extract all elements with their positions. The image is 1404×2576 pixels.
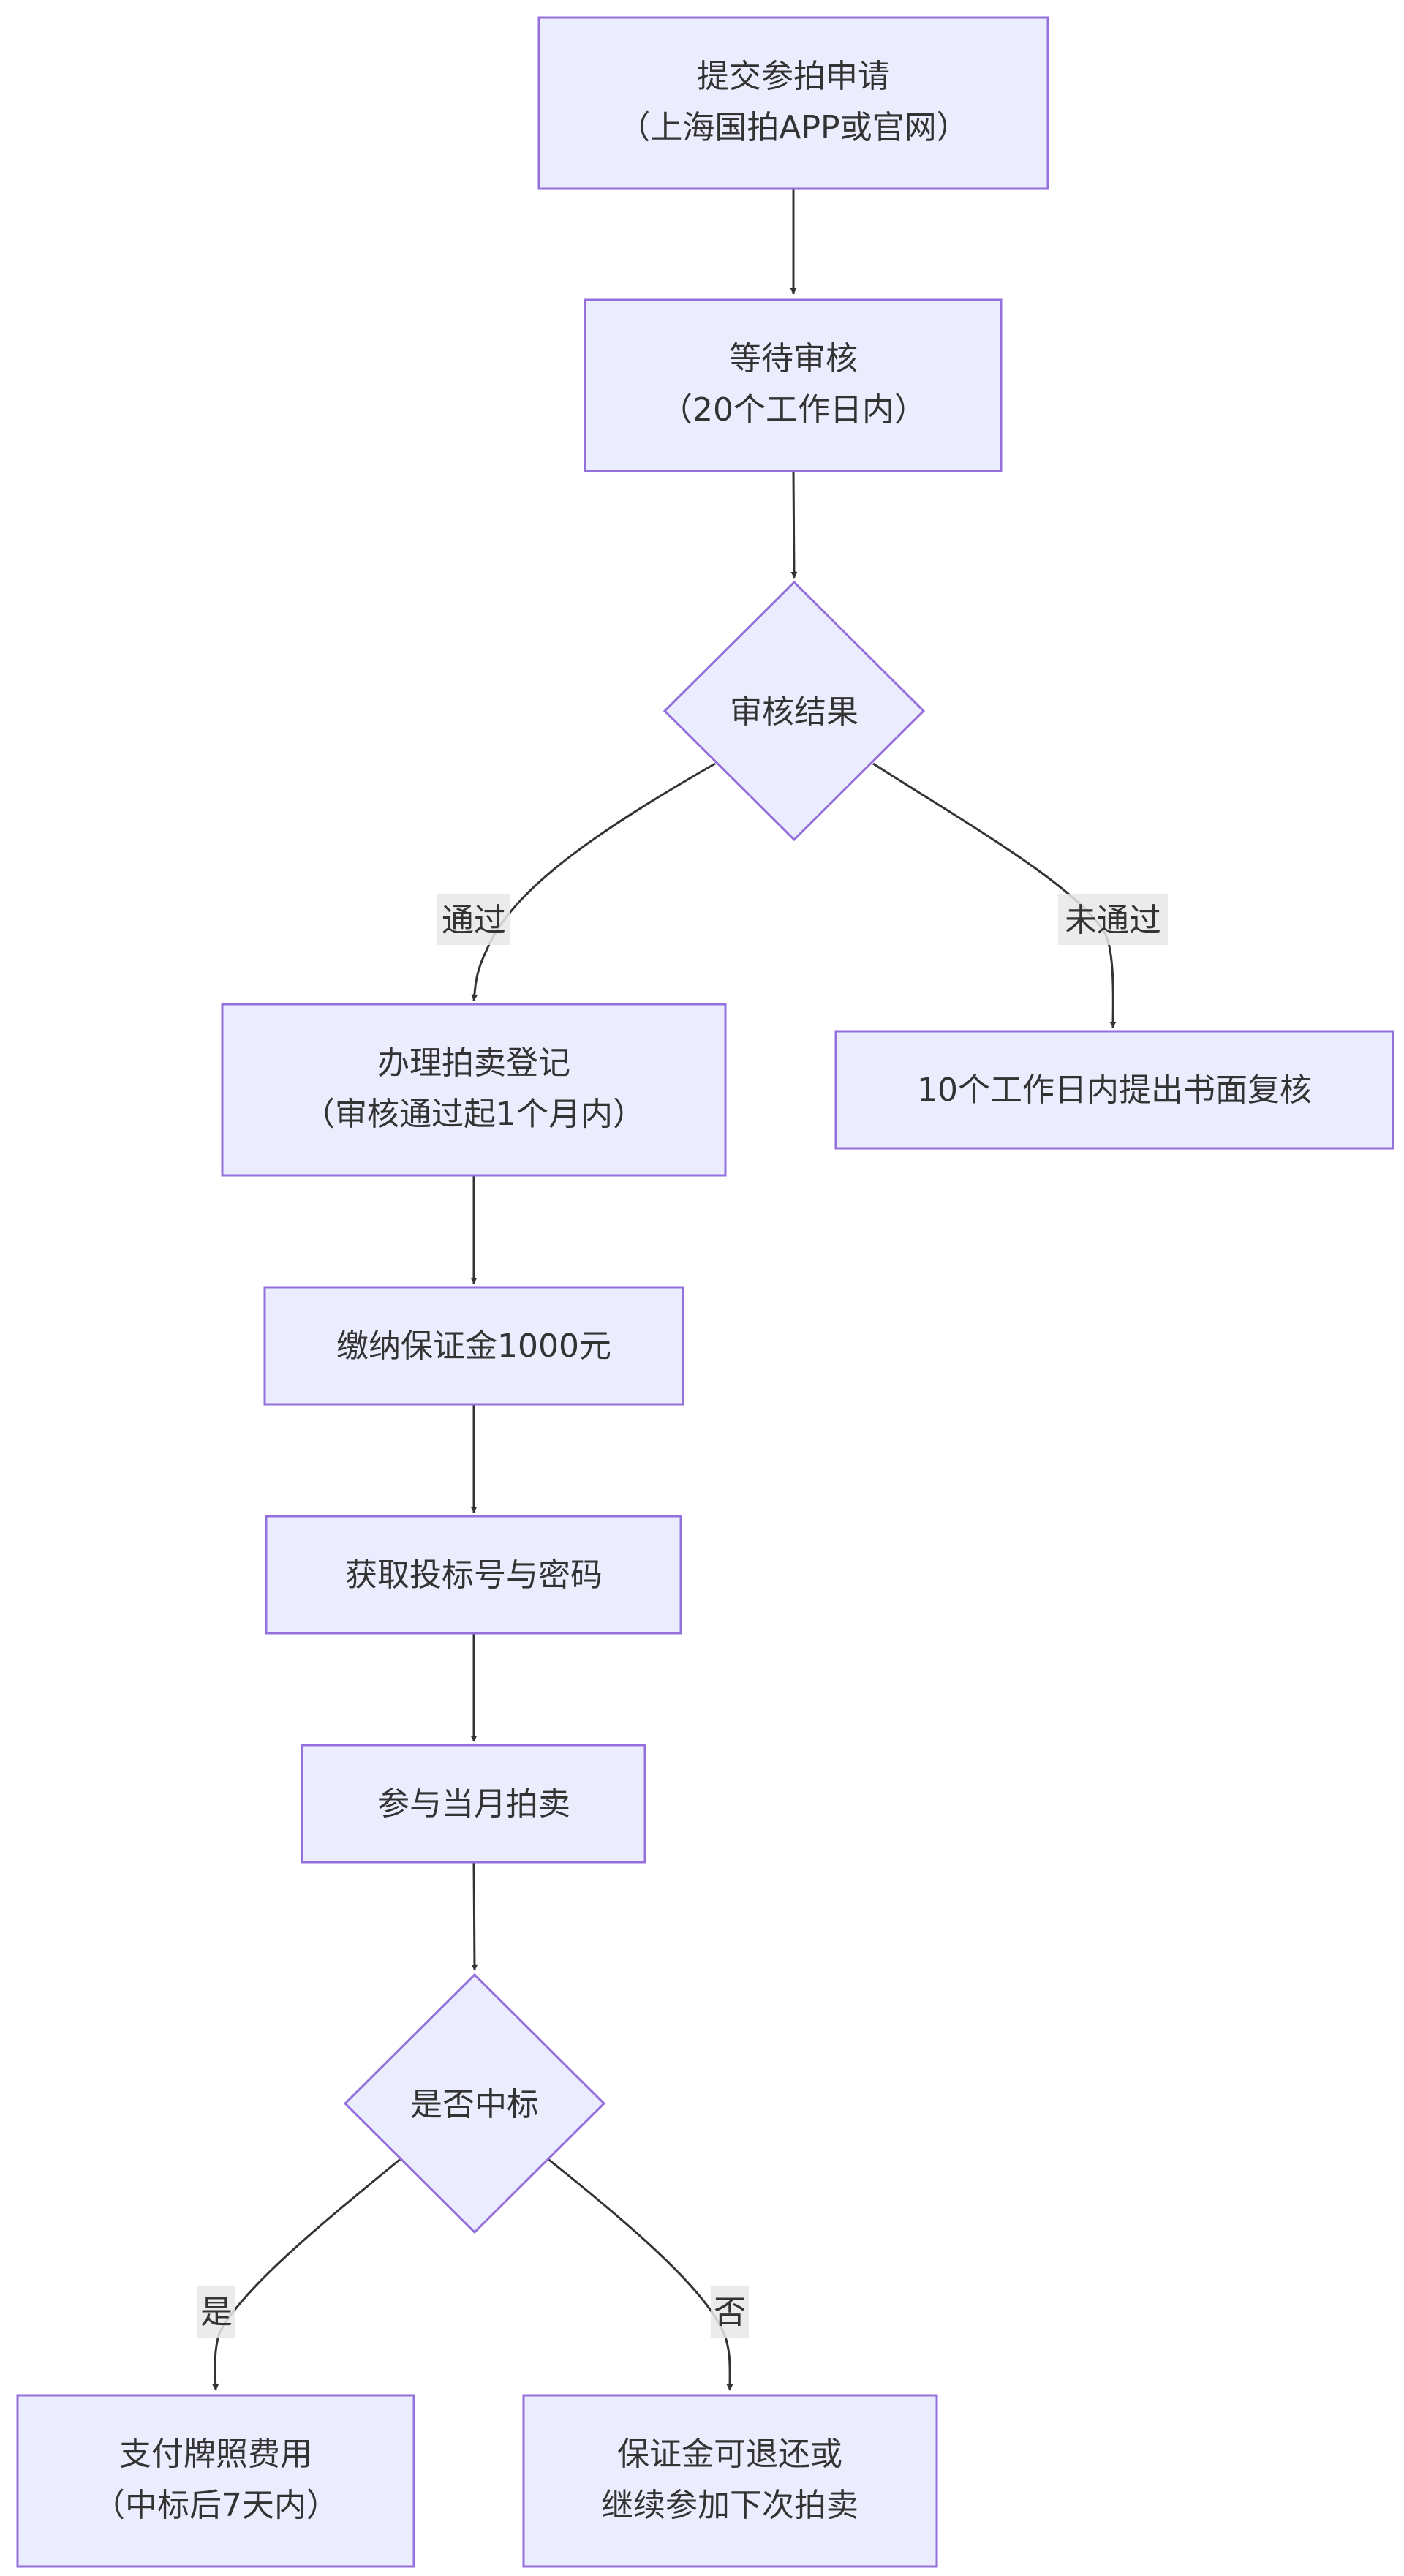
edge-label-no: 否 [711,2286,749,2338]
node-review-result-label: 审核结果 [730,693,858,731]
node-submit-line1: 提交参拍申请 [697,58,890,95]
edge-label-no-text: 否 [714,2294,746,2331]
edge-label-fail: 未通过 [1058,894,1168,945]
node-appeal-label: 10个工作日内提出书面复核 [917,1072,1312,1109]
node-submit-application: 提交参拍申请 （上海国拍APP或官网） [537,16,1049,190]
node-deposit-label: 缴纳保证金1000元 [336,1327,611,1365]
edge-label-yes: 是 [197,2286,235,2338]
node-submit-line2: （上海国拍APP或官网） [618,109,968,146]
node-wait-review: 等待审核 （20个工作日内） [584,298,1003,472]
node-pay-deposit: 缴纳保证金1000元 [263,1286,684,1406]
node-win-decision: 是否中标 [343,1973,606,2234]
edge-label-fail-text: 未通过 [1065,902,1161,939]
node-wait-line2: （20个工作日内） [660,391,926,429]
node-review-result-decision: 审核结果 [663,580,926,842]
edge-auction-to-decision [471,1861,478,1971]
node-pay-fee-line2: （中标后7天内） [93,2487,339,2524]
node-written-appeal: 10个工作日内提出书面复核 [834,1030,1394,1150]
edge-decision-to-payfee [212,2156,403,2391]
node-pay-license-fee: 支付牌照费用 （中标后7天内） [16,2394,415,2568]
node-pay-fee-line1: 支付牌照费用 [119,2436,312,2473]
edge-label-pass-text: 通过 [442,902,506,939]
edge-decision-to-refund [546,2156,733,2391]
edges [212,189,1117,2391]
node-register-auction: 办理拍卖登记 （审核通过起1个月内） [221,1003,727,1177]
node-bid-number-label: 获取投标号与密码 [345,1556,603,1594]
node-wait-line1: 等待审核 [729,340,858,377]
edge-wait-to-review [790,470,798,579]
node-get-bid-number: 获取投标号与密码 [265,1515,682,1635]
node-deposit-refund: 保证金可退还或 继续参加下次拍卖 [522,2394,938,2568]
edge-label-pass: 通过 [437,894,510,945]
node-win-decision-label: 是否中标 [410,2086,539,2123]
node-refund-line2: 继续参加下次拍卖 [601,2487,858,2524]
node-join-auction: 参与当月拍卖 [301,1744,646,1864]
node-register-line1: 办理拍卖登记 [377,1044,570,1082]
node-refund-line1: 保证金可退还或 [617,2436,842,2473]
edge-review-to-register [471,762,716,1001]
edge-label-yes-text: 是 [200,2294,233,2331]
node-auction-label: 参与当月拍卖 [377,1785,570,1823]
node-register-line2: （审核通过起1个月内） [303,1096,645,1133]
